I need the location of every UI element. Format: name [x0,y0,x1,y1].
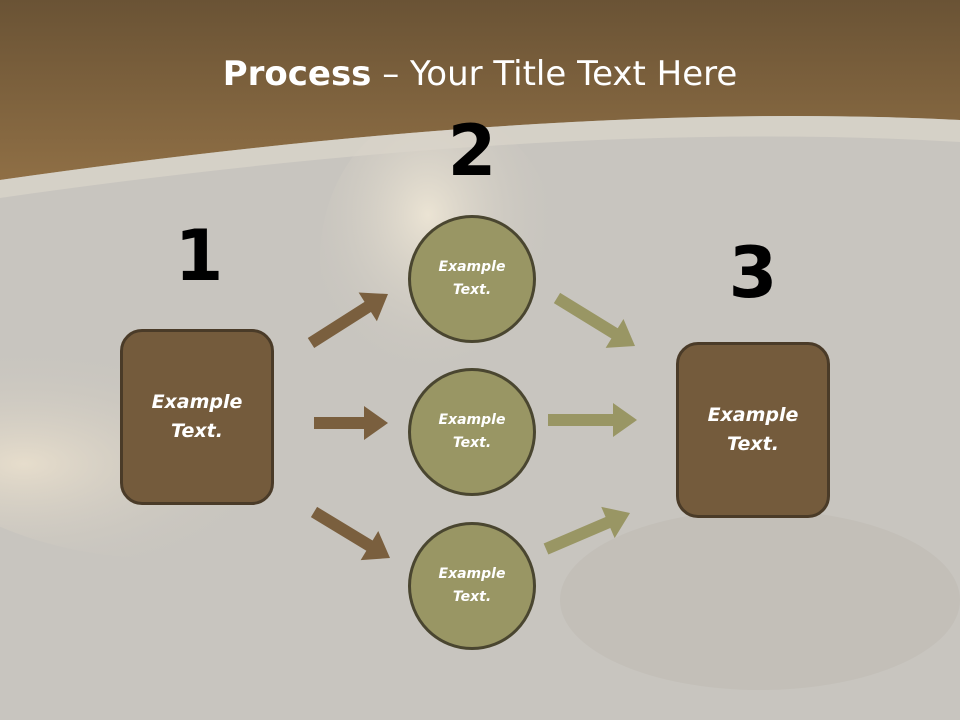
step-2-circle-2-label: Example Text. [438,412,506,451]
arrow-2-to-3-bottom [543,506,631,555]
slide-title: Process – Your Title Text Here [0,52,960,96]
step-1-box: Example Text. [120,329,274,505]
arrow-1-to-2-top [307,292,388,349]
title-rest: – Your Title Text Here [371,54,738,94]
step-1-number: 1 [174,215,224,297]
arrow-1-to-2-bottom [310,506,390,561]
step-2-circle-1-label: Example Text. [438,259,506,298]
step-2-circle-3-label: Example Text. [438,566,506,605]
step-2-circle-1: Example Text. [408,215,536,343]
step-2-circle-3: Example Text. [408,522,536,650]
arrow-2-to-3-top [553,292,635,348]
step-2-number: 2 [447,110,497,192]
step-3-label: Example Text. [707,404,799,455]
arrow-2-to-3-middle [548,403,637,437]
title-bold: Process [222,54,372,94]
arrow-1-to-2-middle [314,406,388,440]
step-3-box: Example Text. [676,342,830,518]
step-1-label: Example Text. [151,391,243,442]
step-3-number: 3 [728,232,778,314]
step-2-circle-2: Example Text. [408,368,536,496]
